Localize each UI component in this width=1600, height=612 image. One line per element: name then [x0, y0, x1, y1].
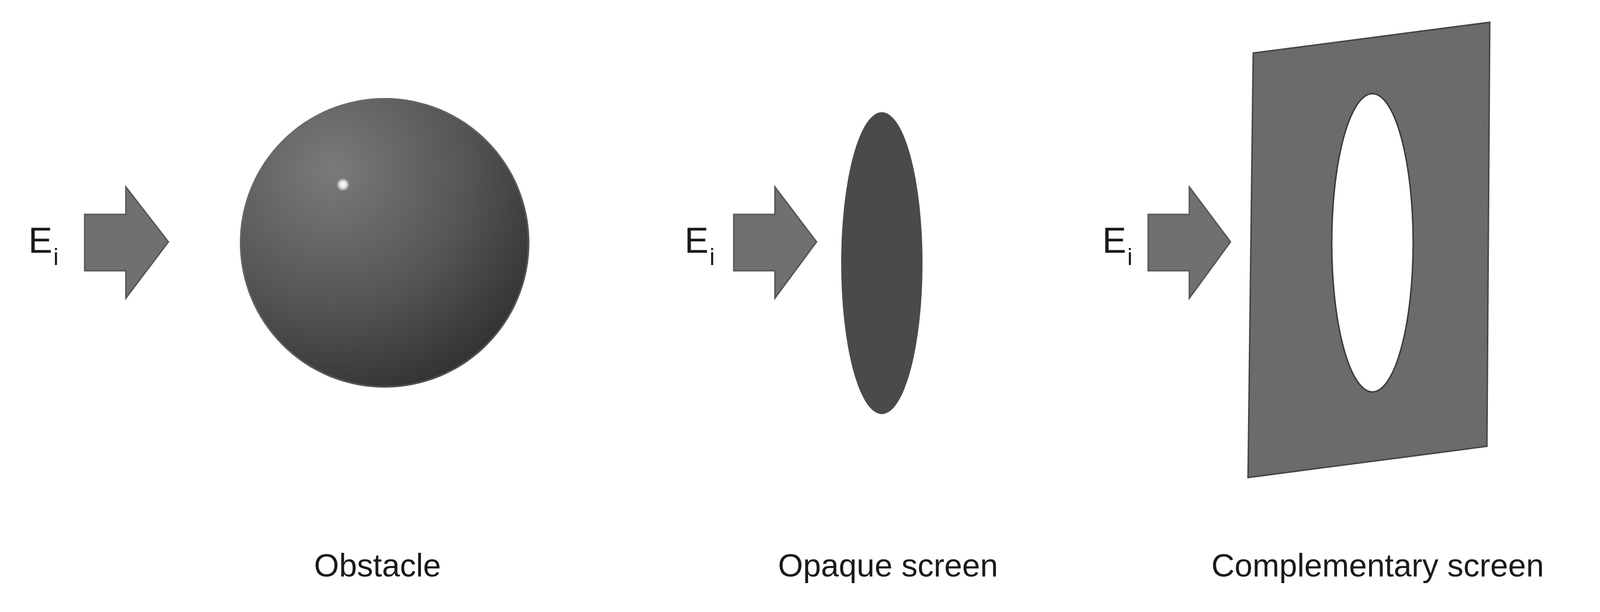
caption: Obstacle [314, 548, 441, 581]
incident-arrow [733, 186, 817, 299]
sphere-obstacle [239, 97, 530, 388]
sphere-highlight [336, 177, 350, 192]
opaque-disc [841, 112, 923, 414]
field-subscript: i [53, 245, 59, 269]
incident-arrow [1148, 186, 1231, 299]
field-symbol: E [28, 222, 53, 259]
caption: Opaque screen [778, 548, 999, 581]
incident-arrow [84, 186, 169, 299]
aperture [1331, 93, 1414, 392]
field-subscript: i [709, 245, 715, 269]
field-symbol: E [1102, 222, 1127, 259]
field-subscript: i [1127, 245, 1133, 269]
sphere-rim [240, 98, 529, 387]
complementary-plate [1248, 22, 1490, 478]
field-symbol: E [684, 222, 709, 259]
caption: Complementary screen [1211, 548, 1545, 581]
